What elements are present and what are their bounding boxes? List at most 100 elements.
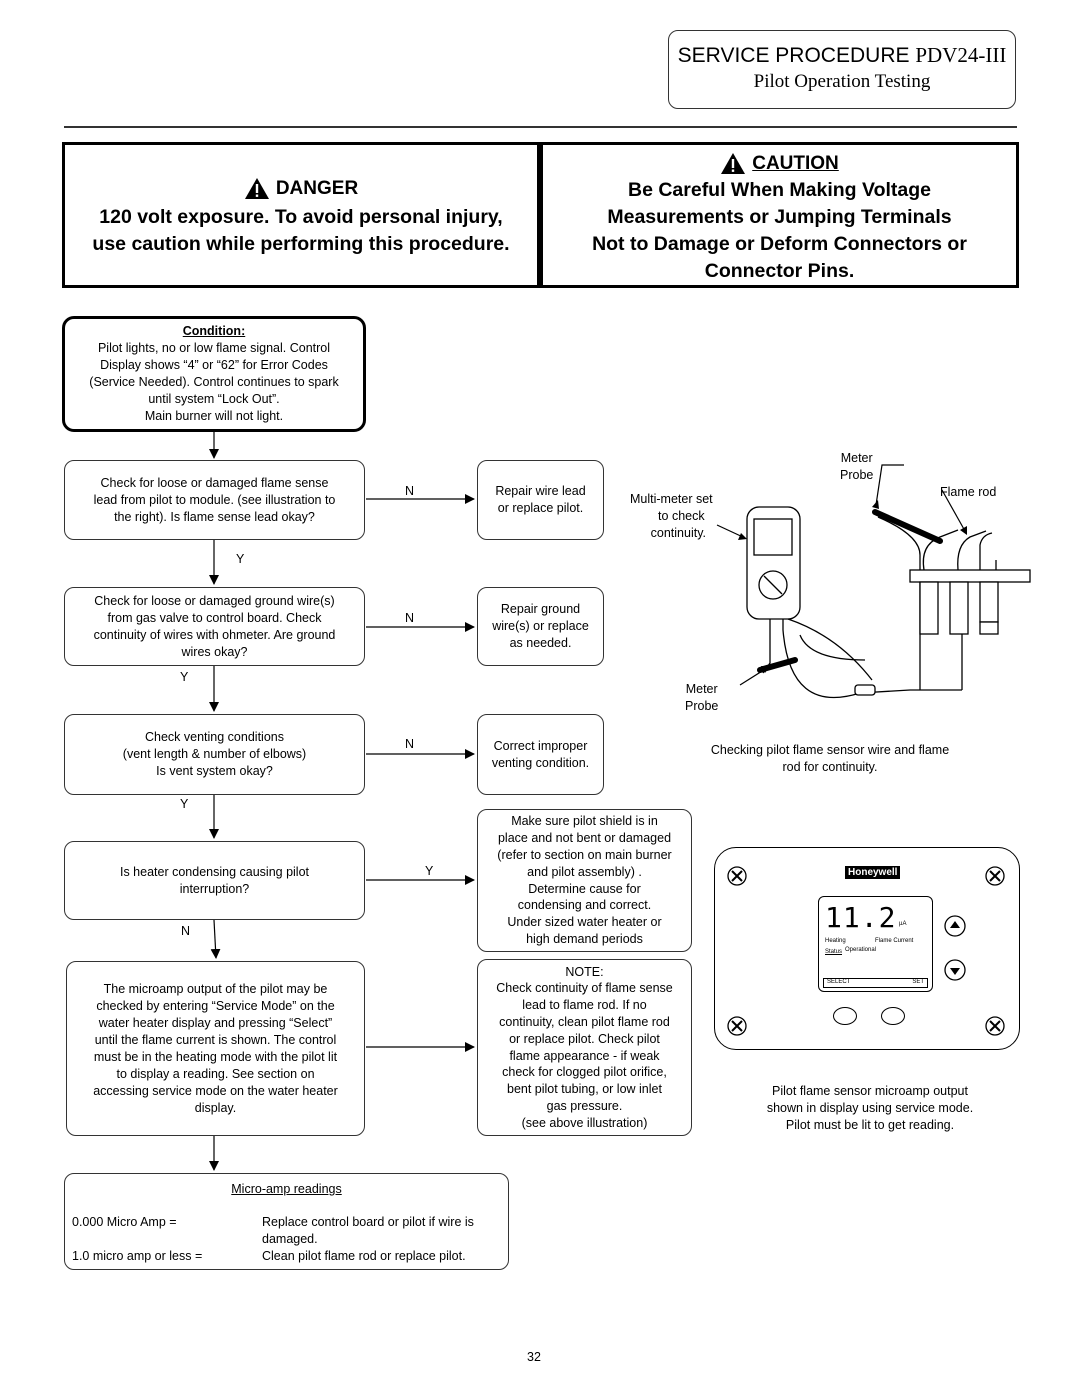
select-button[interactable]	[833, 1007, 857, 1025]
note-line: Check continuity of flame sense	[496, 981, 673, 996]
caution-line: Connector Pins.	[704, 260, 855, 282]
action-line: high demand periods	[526, 931, 643, 946]
action-repair-wire-lead: Repair wire lead or replace pilot.	[477, 460, 604, 540]
lcd-screen: 11.2 µA Heating Flame Current Status Ope…	[818, 896, 933, 992]
step-line: Check for loose or damaged flame sense	[100, 475, 329, 490]
operational-indicator: Operational	[845, 947, 877, 953]
honeywell-logo: Honeywell	[845, 866, 901, 879]
label-line: Meter	[685, 682, 718, 696]
microamp-readings-box: Micro-amp readings 0.000 Micro Amp = Rep…	[64, 1173, 509, 1270]
no-label: N	[405, 611, 415, 625]
step-line: until the flame current is shown. The co…	[94, 1032, 337, 1047]
step-line: Is heater condensing causing pilot	[119, 864, 309, 879]
flame-current-indicator: Flame Current	[875, 938, 914, 944]
flow-step-ground-wires: Check for loose or damaged ground wire(s…	[64, 587, 365, 666]
title-model: PDV24-III	[915, 43, 1007, 67]
action-correct-venting: Correct improper venting condition.	[477, 714, 604, 795]
action-line: and pilot assembly) .	[527, 864, 642, 879]
note-line: lead to flame rod. If no	[522, 998, 647, 1013]
action-line: place and not bent or damaged	[497, 831, 672, 846]
note-line: gas pressure.	[546, 1098, 623, 1113]
step-line: to display a reading. See section on	[116, 1066, 315, 1081]
condition-line: Main burner will not light.	[144, 409, 284, 423]
danger-box: DANGER 120 volt exposure. To avoid perso…	[62, 142, 540, 288]
warning-triangle-icon	[721, 153, 746, 174]
microamp-heading: Micro-amp readings	[231, 1182, 342, 1196]
action-line: wire(s) or replace	[492, 619, 589, 633]
caution-title: CAUTION	[752, 152, 839, 174]
header-box: SERVICE PROCEDURE PDV24-III Pilot Operat…	[668, 30, 1016, 109]
note-line: bent pilot tubing, or low inlet	[507, 1082, 662, 1097]
caption-line: rod for continuity.	[782, 760, 878, 774]
caption-line: Checking pilot flame sensor wire and fla…	[710, 743, 950, 757]
step-line: Is vent system okay?	[156, 764, 273, 778]
action-line: Determine cause for	[528, 881, 641, 896]
action-line: condensing and correct.	[517, 898, 652, 913]
page-subtitle: Pilot Operation Testing	[753, 71, 931, 92]
set-button[interactable]	[881, 1007, 905, 1025]
action-line: Make sure pilot shield is in	[511, 814, 658, 829]
up-arrow-button[interactable]	[943, 914, 967, 938]
action-line: Correct improper	[493, 738, 588, 753]
note-line: flame appearance - if weak	[509, 1048, 660, 1063]
action-pilot-shield: Make sure pilot shield is in place and no…	[477, 809, 692, 952]
down-arrow-button[interactable]	[943, 958, 967, 982]
step-line: display.	[194, 1100, 237, 1115]
step-line: The microamp output of the pilot may be	[103, 981, 328, 996]
flow-step-venting: Check venting conditions(vent length & n…	[64, 714, 365, 795]
label-line: Multi-meter set	[630, 492, 713, 506]
condition-line: Pilot lights, no or low flame signal. Co…	[97, 341, 331, 355]
microamp-value: damaged.	[262, 1232, 318, 1246]
yes-label: Y	[236, 552, 245, 566]
select-label: SELECT	[827, 979, 851, 985]
label-line: Probe	[840, 468, 874, 482]
unit-label: µA	[899, 921, 907, 927]
action-line: as needed.	[509, 636, 572, 650]
label-line: to check	[658, 509, 705, 523]
set-label: SET	[912, 979, 924, 985]
meter-continuity-illustration	[716, 464, 1031, 699]
danger-heading: DANGER	[65, 177, 537, 200]
title-text: SERVICE PROCEDURE	[677, 44, 910, 67]
caution-line: Be Careful When Making Voltage	[627, 179, 931, 201]
note-line: (see above illustration)	[521, 1115, 648, 1130]
caption-line: Pilot flame sensor microamp output	[772, 1084, 968, 1098]
no-label: N	[405, 484, 415, 498]
step-line: continuity of wires with ohmeter. Are gr…	[93, 627, 336, 642]
note-line: NOTE:	[565, 964, 604, 979]
action-line: Repair wire lead	[495, 484, 586, 498]
caution-line: Measurements or Jumping Terminals	[607, 206, 952, 228]
label-line: Meter	[840, 451, 873, 465]
action-line: (refer to section on main burner	[497, 847, 672, 862]
step-line: Check for loose or damaged ground wire(s…	[94, 593, 335, 608]
screw-icon	[985, 866, 1005, 886]
microamp-value: Replace control board or pilot if wire i…	[262, 1215, 474, 1229]
note-box: NOTE: Check continuity of flame sense lead…	[477, 959, 692, 1136]
action-line: venting condition.	[491, 755, 590, 770]
heating-indicator: Heating	[825, 938, 846, 944]
action-line: or replace pilot.	[497, 501, 584, 515]
note-line: continuity, clean pilot flame rod	[499, 1014, 670, 1029]
condition-line: Display shows “4” or “62” for Error Code…	[100, 358, 328, 372]
screw-icon	[985, 1016, 1005, 1036]
yes-label: Y	[180, 797, 189, 811]
condition-box: Condition: Pilot lights, no or low flame…	[62, 316, 366, 432]
condition-heading: Condition:	[182, 324, 246, 338]
softkey-bar: SELECT SET	[823, 978, 928, 988]
page-title: SERVICE PROCEDURE PDV24-III	[669, 43, 1015, 68]
danger-title: DANGER	[275, 177, 359, 199]
screw-icon	[727, 1016, 747, 1036]
note-line: check for clogged pilot orifice,	[502, 1065, 667, 1080]
step-line: interruption?	[179, 881, 250, 896]
header-rule	[64, 126, 1017, 128]
control-display-panel: Honeywell 11.2 µA Heating Flame Current …	[714, 847, 1020, 1050]
microamp-value: Clean pilot flame rod or replace pilot.	[262, 1249, 466, 1263]
caution-box: CAUTION Be Careful When Making Voltage M…	[540, 142, 1019, 288]
action-line: Repair ground	[500, 602, 581, 616]
danger-line: use caution while performing this proced…	[92, 233, 510, 255]
